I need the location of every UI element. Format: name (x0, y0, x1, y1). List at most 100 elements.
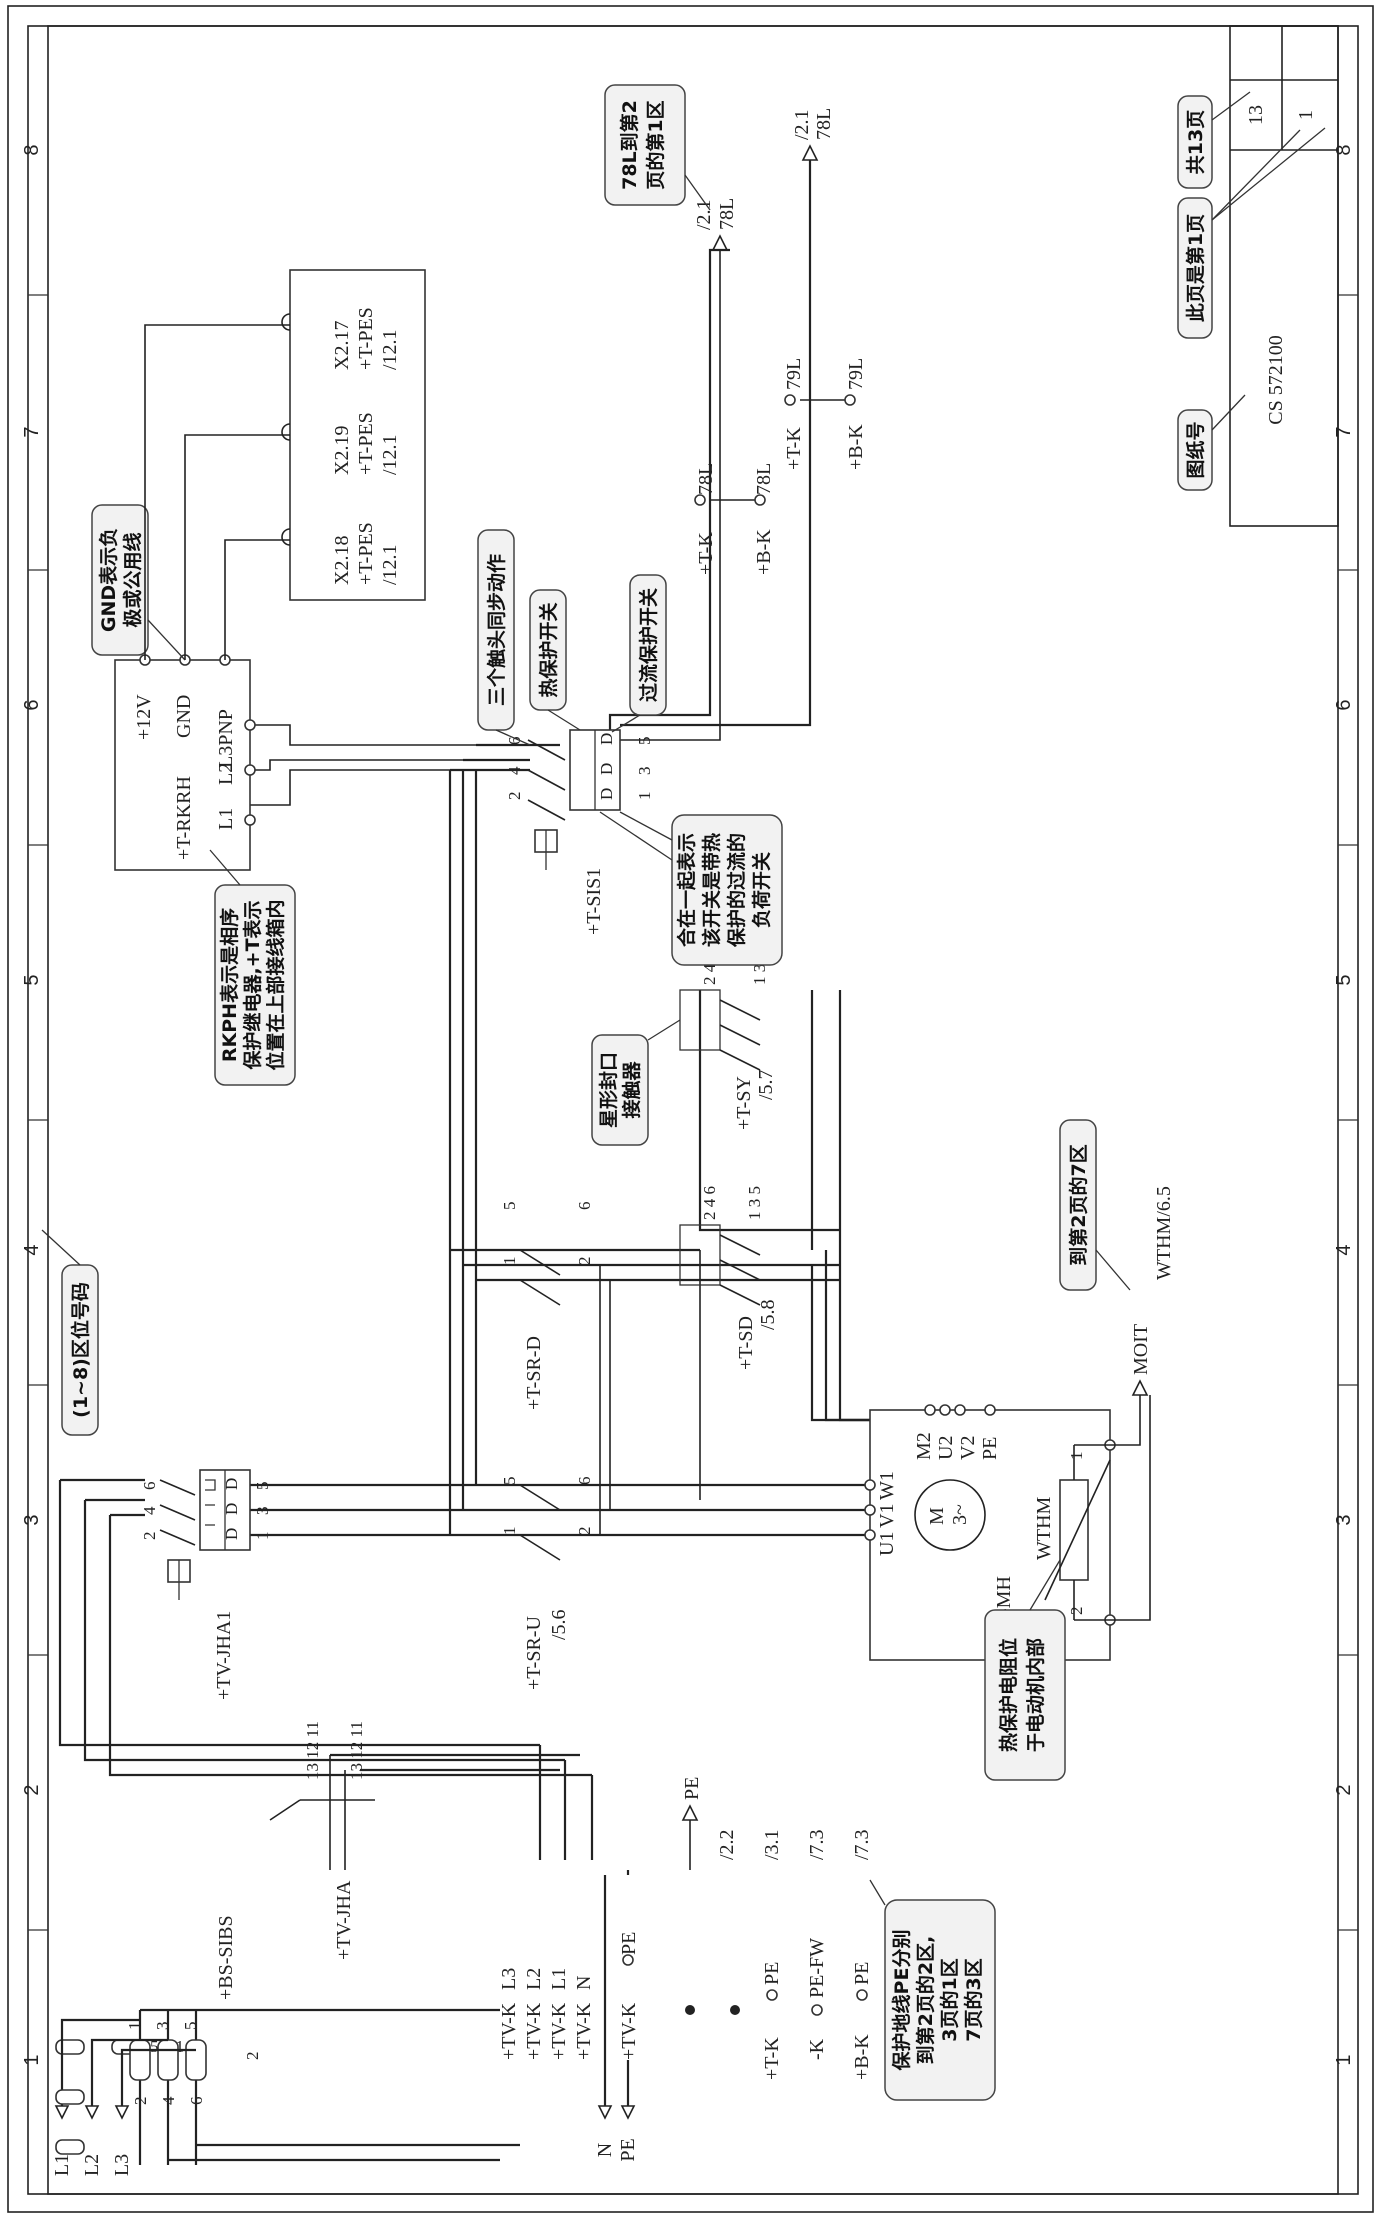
svg-text:L3PNP: L3PNP (215, 709, 237, 768)
wthm-label: WTHM (1033, 1496, 1055, 1560)
zone-3-label: 3 (21, 1514, 43, 1525)
svg-text:/2.1: /2.1 (693, 199, 715, 230)
svg-text:PE: PE (851, 1962, 873, 1985)
svg-text:78L: 78L (813, 108, 835, 140)
tvk-l3-label: +TV-K (498, 2002, 520, 2060)
svg-text:78L到第2: 78L到第2 (618, 100, 641, 190)
svg-text:13 12 11: 13 12 11 (347, 1721, 366, 1780)
total-pages-value: 13 (1245, 105, 1267, 125)
svg-text:过流保护开关: 过流保护开关 (637, 588, 660, 702)
t-sy-label: +T-SY (733, 1076, 755, 1130)
svg-text:保护地线PE分别: 保护地线PE分别 (890, 1930, 913, 2072)
svg-text:6: 6 (575, 1477, 594, 1486)
bk-pe-label: +B-K (851, 2034, 873, 2080)
svg-text:1: 1 (500, 1257, 519, 1266)
svg-text:3~: 3~ (949, 1504, 971, 1525)
svg-text:D: D (222, 1478, 241, 1490)
tv-jha-label: +TV-JHA (333, 1880, 355, 1960)
svg-text:3: 3 (635, 767, 654, 776)
svg-text:L2: L2 (523, 1968, 545, 1990)
motor-mh: M 3~ W1 V1 U1 M2 U2 V2 PE -MH 1 2 WTHM M… (864, 1186, 1175, 1661)
svg-text:D: D (222, 1528, 241, 1540)
svg-text:78L: 78L (716, 198, 738, 230)
zone-6-label: 6 (21, 699, 43, 710)
callout-combined-switch: 合在一起表示 该开关是带热 保护的过流的 负荷开关 (599, 811, 783, 966)
svg-text:D: D (597, 788, 616, 800)
tvk-l1-label: +TV-K (548, 2002, 570, 2060)
svg-text:2: 2 (140, 1532, 159, 1541)
title-block: 13 1 CS 572100 (1229, 25, 1339, 527)
callout-pe-ref: 保护地线PE分别 到第2页的2区, 3页的1区 7页的3区 (869, 1879, 996, 2101)
contactor-t-sr-d: 5 1 6 2 +T-SR-D (500, 1202, 594, 1411)
svg-text:2: 2 (505, 792, 524, 801)
x219-label: X2.19 (331, 426, 353, 475)
svg-text:78L: 78L (753, 463, 775, 495)
motor-protection-switch-tv-jha1: D D D 5 3 1 6 4 2 +TV-JHA1 (140, 1469, 272, 1700)
svg-text:U2: U2 (935, 1436, 957, 1460)
svg-text:到第2页的2区,: 到第2页的2区, (914, 1936, 937, 2065)
zone-2-label-right: 2 (1333, 1784, 1355, 1795)
zone-4-label-right: 4 (1333, 1244, 1355, 1255)
svg-text:/3.1: /3.1 (761, 1829, 783, 1860)
svg-text:位置在上部接线箱内: 位置在上部接线箱内 (264, 899, 287, 1070)
callout-to-page2-zone7: 到第2页的7区 (1059, 1119, 1131, 1291)
svg-text:D: D (222, 1503, 241, 1515)
x218-label: X2.18 (331, 536, 353, 585)
t-sis1-label: +T-SIS1 (583, 868, 605, 935)
moit-label: MOIT (1130, 1324, 1152, 1375)
svg-text:W1: W1 (876, 1471, 898, 1500)
svg-text:GND表示负: GND表示负 (97, 528, 120, 632)
svg-text:/2.2: /2.2 (716, 1829, 738, 1860)
terminal-l1: L1 (51, 2060, 73, 2176)
svg-text:78L: 78L (695, 463, 717, 495)
wthm-ref: WTHM/6.5 (1153, 1186, 1175, 1280)
svg-text:/12.1: /12.1 (379, 544, 401, 585)
drawing-number: CS 572100 (1265, 335, 1287, 424)
svg-text:5: 5 (181, 2022, 200, 2031)
svg-text:4: 4 (140, 1506, 159, 1515)
zone-1-label: 1 (21, 2054, 43, 2065)
main-switch-tv-jha: 13 12 11 13 12 11 +TV-JHA (269, 1721, 375, 1960)
svg-text:2: 2 (1067, 1607, 1086, 1616)
svg-text:1: 1 (500, 1527, 519, 1536)
svg-text:V1: V1 (876, 1504, 898, 1528)
zone-numbers-right: 1 2 3 4 5 6 7 8 (1333, 144, 1355, 2065)
zone-3-label-right: 3 (1333, 1514, 1355, 1525)
svg-text:热保护开关: 热保护开关 (537, 602, 560, 697)
terminal-pe: PE (617, 2060, 639, 2162)
svg-text:6: 6 (187, 2097, 206, 2106)
svg-text:1: 1 (125, 2022, 144, 2031)
main-wiring (58, 160, 960, 2162)
t-rkrh-label: +T-RKRH (173, 776, 195, 860)
svg-text:PE: PE (681, 1777, 703, 1800)
svg-text:/5.7: /5.7 (755, 1069, 777, 1100)
svg-text:L2: L2 (215, 763, 237, 785)
callout-thermal-switch: 热保护开关 (529, 589, 581, 731)
zone-5-label-right: 5 (1333, 974, 1355, 985)
svg-text:M2: M2 (913, 1432, 935, 1460)
terminal-l2: L2 (81, 2060, 103, 2176)
tvk-n-label: +TV-K (573, 2002, 595, 2060)
svg-text:L1: L1 (548, 1968, 570, 1990)
callout-overcurrent-switch: 过流保护开关 (611, 574, 667, 733)
svg-text:6: 6 (505, 737, 524, 746)
svg-text:/7.3: /7.3 (851, 1829, 873, 1860)
callout-same-action: 三个触头同步动作 (477, 529, 531, 746)
svg-text:79L: 79L (845, 358, 867, 390)
zone-8-label: 8 (21, 144, 43, 155)
svg-text:3页的1区: 3页的1区 (938, 1958, 961, 2041)
svg-text:共13页: 共13页 (1185, 110, 1207, 174)
contactor-t-sd: 2 4 6 1 3 5 +T-SD /5.8 (679, 1186, 779, 1370)
svg-text:L3: L3 (498, 1968, 520, 1990)
pe-references: PE /2.2 /3.1 /7.3 /7.3 +T-K PE -K PE-FW … (681, 1777, 873, 2080)
svg-text:于电动机内部: 于电动机内部 (1024, 1638, 1047, 1752)
zone-7-label: 7 (21, 426, 43, 437)
svg-text:保护的过流的: 保护的过流的 (725, 833, 748, 948)
svg-text:/5.6: /5.6 (548, 1609, 570, 1640)
signal-78l: +T-K 78L +B-K 78L /2.1 78L (693, 198, 775, 575)
svg-text:L1: L1 (51, 2154, 73, 2176)
callout-page2-ref: 78L到第2 页的第1区 (604, 84, 711, 211)
svg-text:+B-K: +B-K (845, 424, 867, 470)
tvk-pe-label: +TV-K (618, 2002, 640, 2060)
